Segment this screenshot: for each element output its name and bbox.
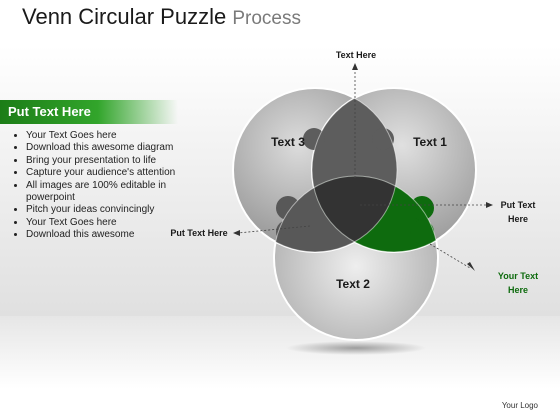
arrow-top bbox=[352, 63, 358, 70]
outline-circle-1 bbox=[311, 87, 477, 253]
bullet-item: Download this awesome diagram bbox=[26, 142, 186, 154]
knob-left-top bbox=[276, 196, 300, 220]
knob-green-bottom bbox=[410, 220, 434, 244]
knob-left-bottom bbox=[276, 220, 300, 244]
label-text-2: Text 2 bbox=[336, 277, 370, 291]
arrow-left bbox=[233, 230, 240, 236]
connector-left bbox=[237, 225, 311, 234]
callout-green-line2: Here bbox=[508, 285, 528, 295]
knob-top-left bbox=[303, 128, 325, 150]
logo-placeholder: Your Logo bbox=[501, 401, 538, 410]
callout-green-line1: Your Text bbox=[498, 271, 538, 281]
label-text-3: Text 3 bbox=[271, 135, 305, 149]
title-main: Venn Circular Puzzle bbox=[22, 4, 227, 29]
callout-right-line2: Here bbox=[508, 214, 528, 224]
outline-circle-2 bbox=[273, 175, 439, 341]
label-text-1: Text 1 bbox=[413, 135, 447, 149]
callout-left-text: Put Text Here bbox=[170, 228, 227, 238]
sidebar-header-bar: Put Text Here bbox=[0, 100, 178, 124]
bullet-item: Pitch your ideas convincingly bbox=[26, 204, 186, 216]
callout-right-line1: Put Text bbox=[501, 200, 536, 210]
sidebar-title: Put Text Here bbox=[8, 104, 91, 119]
floor-reflection bbox=[0, 316, 560, 420]
bullet-item: Capture your audience's attention bbox=[26, 167, 186, 179]
bullet-item: All images are 100% editable in powerpoi… bbox=[26, 180, 186, 205]
title-sub: Process bbox=[232, 8, 301, 29]
outline-circle-3 bbox=[232, 87, 398, 253]
bullet-list: Your Text Goes here Download this awesom… bbox=[10, 130, 186, 242]
arrow-right bbox=[486, 202, 493, 208]
bullet-item: Download this awesome bbox=[26, 229, 186, 241]
diagram-shadow bbox=[286, 341, 426, 355]
center-overlap bbox=[312, 176, 397, 252]
bullet-item: Bring your presentation to life bbox=[26, 155, 186, 167]
slide-title: Venn Circular Puzzle Process bbox=[22, 4, 301, 30]
arrow-green bbox=[467, 262, 475, 271]
bullet-item: Your Text Goes here bbox=[26, 217, 186, 229]
bullet-item: Your Text Goes here bbox=[26, 130, 186, 142]
callout-top-text: Text Here bbox=[336, 50, 376, 60]
